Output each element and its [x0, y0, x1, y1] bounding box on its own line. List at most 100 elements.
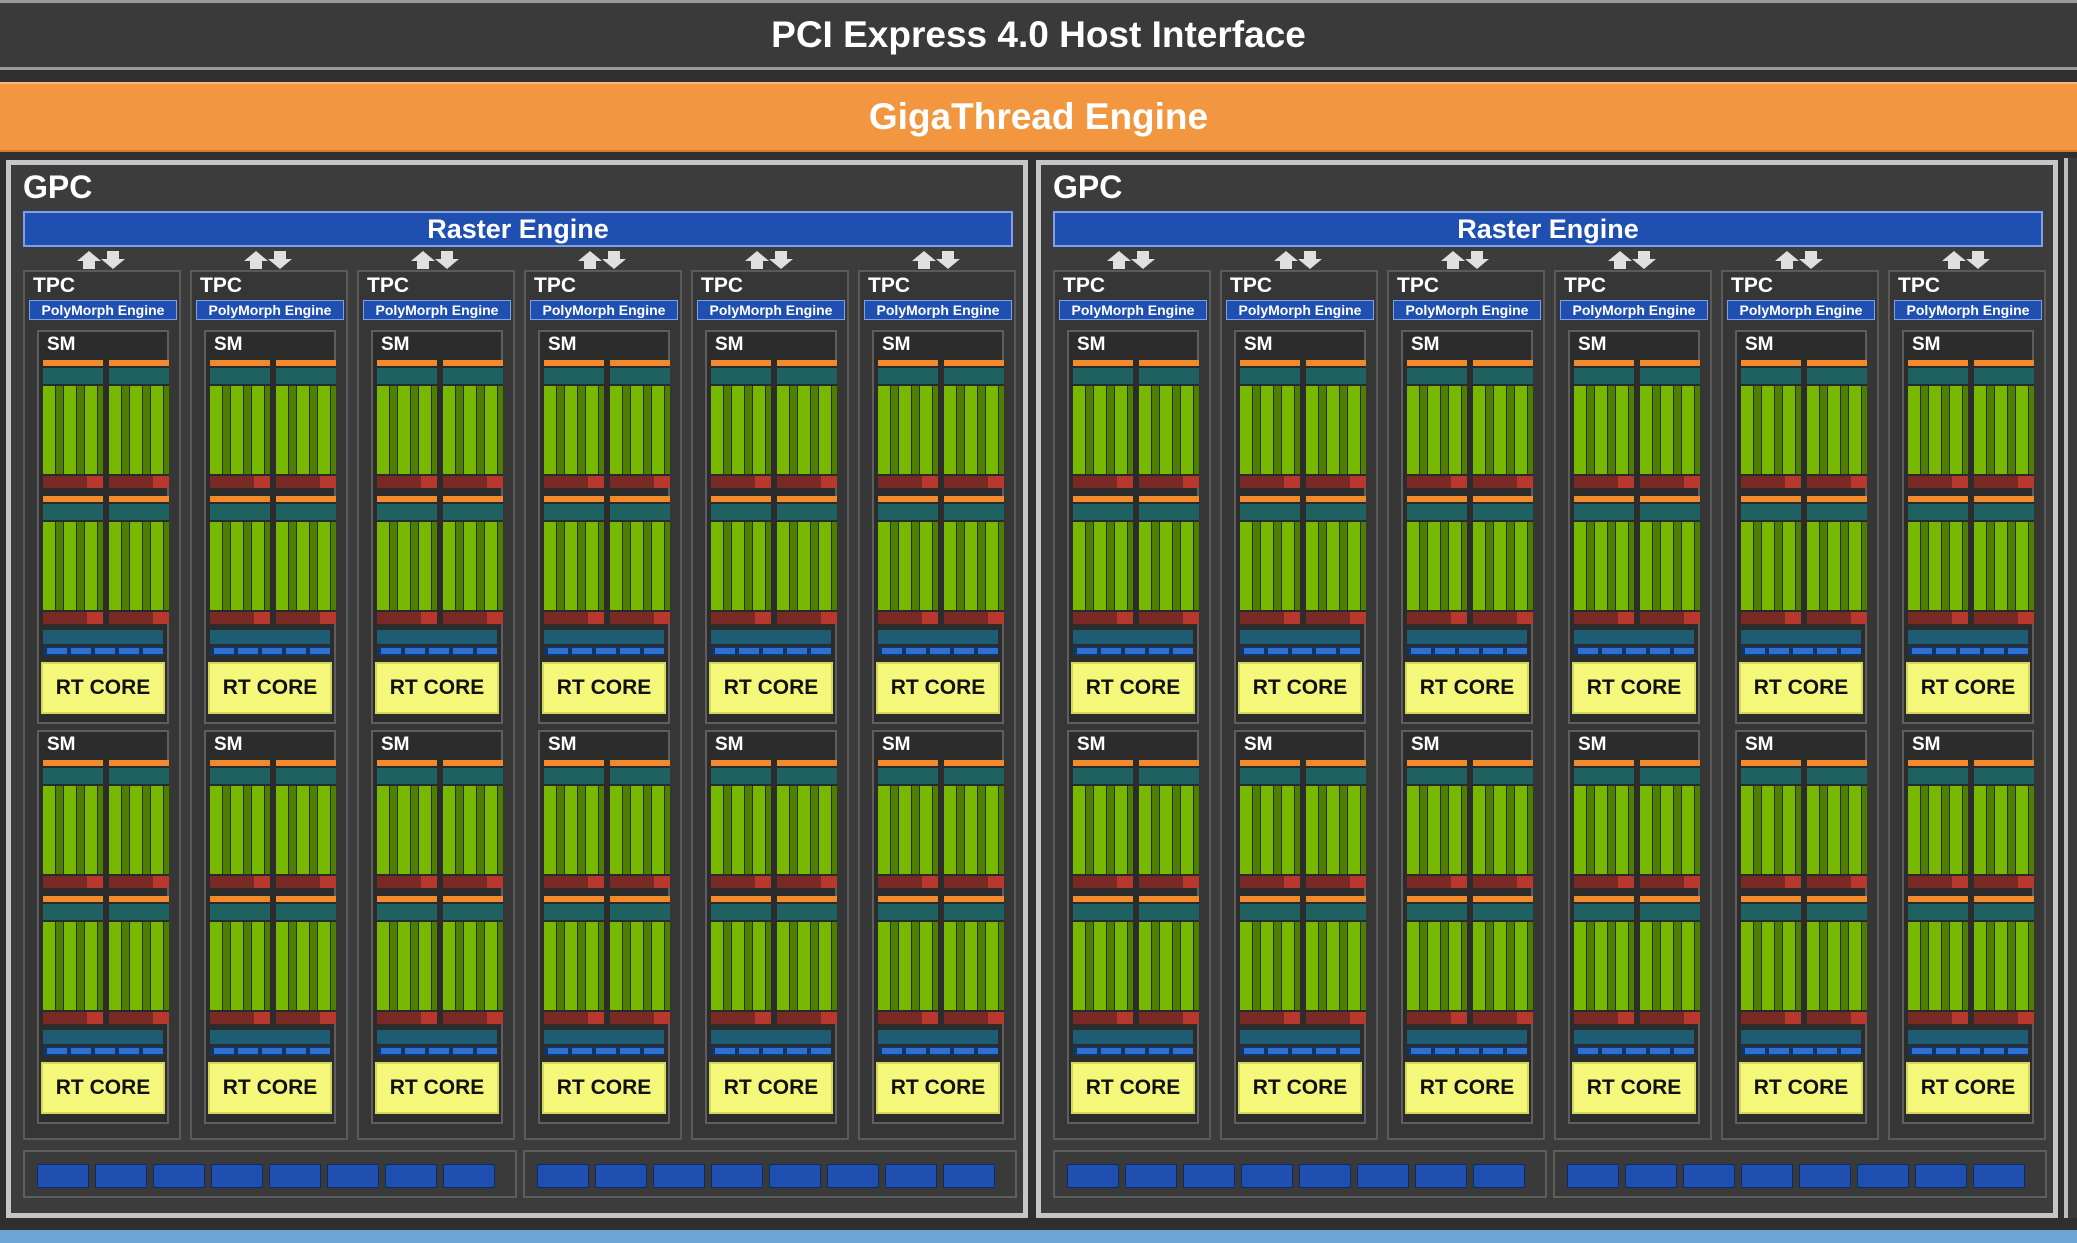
- cuda-core-column: [398, 786, 410, 874]
- warp-scheduler-bar: [878, 504, 938, 520]
- cuda-core-column: [1908, 786, 1920, 874]
- cuda-core-column: [1340, 922, 1347, 1010]
- cuda-core-column: [377, 386, 389, 474]
- cuda-core-column: [318, 786, 330, 874]
- rop-unit: [943, 1164, 995, 1188]
- cuda-core-column: [252, 922, 264, 1010]
- sfu-bar: [1451, 876, 1467, 888]
- cuda-core-column: [1462, 522, 1467, 610]
- tpc-label: TPC: [1063, 274, 1105, 297]
- cuda-core-column: [1963, 386, 1968, 474]
- sm-processing-block: [276, 496, 336, 624]
- warp-scheduler-bar: [43, 368, 103, 384]
- cuda-core-column: [398, 386, 410, 474]
- sfu-bar: [588, 612, 604, 624]
- cuda-core-column: [798, 386, 810, 474]
- cuda-core-column: [477, 386, 484, 474]
- l0-cache-bar: [1908, 496, 1968, 502]
- l0-cache-bar: [43, 760, 103, 766]
- cuda-core-column: [1194, 786, 1199, 874]
- cuda-core-column: [565, 522, 577, 610]
- cuda-core-column: [143, 522, 150, 610]
- cuda-core-column: [1486, 786, 1493, 874]
- warp-scheduler-bar: [878, 768, 938, 784]
- rop-unit: [37, 1164, 89, 1188]
- memory-unit: [477, 648, 497, 654]
- cuda-core-column: [77, 922, 84, 1010]
- cuda-core-column: [276, 786, 288, 874]
- cuda-core-column: [1282, 386, 1294, 474]
- warp-scheduler-bar: [1240, 768, 1300, 784]
- warp-scheduler-bar: [711, 768, 771, 784]
- cuda-core-column: [1253, 786, 1260, 874]
- cuda-core-column: [1152, 922, 1159, 1010]
- texture-unit-bar: [1574, 630, 1694, 644]
- cuda-core-column: [210, 386, 222, 474]
- cuda-core-column: [586, 922, 598, 1010]
- cuda-core-column: [1695, 786, 1700, 874]
- warp-scheduler-bar: [1473, 768, 1533, 784]
- cuda-core-column: [1849, 386, 1861, 474]
- cuda-core-column: [745, 386, 752, 474]
- cuda-core-column: [1486, 922, 1493, 1010]
- memory-unit: [1459, 1048, 1479, 1054]
- sm-processing-block: [711, 360, 771, 488]
- warp-scheduler-bar: [43, 904, 103, 920]
- warp-scheduler-bar: [1640, 368, 1700, 384]
- sfu-bar: [1785, 876, 1801, 888]
- l0-cache-bar: [1974, 360, 2034, 366]
- cuda-core-column: [77, 522, 84, 610]
- memory-unit: [1268, 1048, 1288, 1054]
- l0-cache-bar: [1974, 760, 2034, 766]
- sm-processing-block: [1640, 760, 1700, 888]
- sfu-bar: [1684, 612, 1700, 624]
- sm-processing-block: [1741, 496, 1801, 624]
- cuda-core-column: [1420, 786, 1427, 874]
- sm-processing-block: [1908, 360, 1968, 488]
- memory-unit: [1960, 648, 1980, 654]
- cuda-core-column: [1261, 522, 1273, 610]
- l1-shared-memory-bar: [711, 1046, 831, 1056]
- warp-scheduler-bar: [443, 504, 503, 520]
- memory-unit: [620, 1048, 640, 1054]
- cuda-core-column: [1407, 786, 1419, 874]
- l1-shared-memory-bar: [544, 1046, 664, 1056]
- l0-cache-bar: [610, 760, 670, 766]
- sm-processing-block: [1908, 496, 1968, 624]
- l1-shared-memory-bar: [1240, 646, 1360, 656]
- cuda-core-column: [1139, 922, 1151, 1010]
- cuda-core-column: [1762, 922, 1774, 1010]
- cuda-core-column: [1181, 922, 1193, 1010]
- sm-processing-block: [1139, 496, 1199, 624]
- cuda-core-column: [1420, 386, 1427, 474]
- memory-unit: [1650, 1048, 1670, 1054]
- sfu-bar: [1350, 476, 1366, 488]
- sm-processing-block: [443, 360, 503, 488]
- warp-scheduler-bar: [944, 368, 1004, 384]
- cuda-core-column: [644, 786, 651, 874]
- rop-unit: [1741, 1164, 1793, 1188]
- cuda-core-column: [1908, 922, 1920, 1010]
- l0-cache-bar: [878, 896, 938, 902]
- sm-processing-block: [1240, 760, 1300, 888]
- l0-cache-bar: [1741, 496, 1801, 502]
- l0-cache-bar: [777, 760, 837, 766]
- cuda-core-column: [811, 386, 818, 474]
- cuda-core-column: [77, 386, 84, 474]
- cuda-core-column: [331, 922, 336, 1010]
- sfu-bar: [320, 476, 336, 488]
- l0-cache-bar: [443, 496, 503, 502]
- cuda-core-column: [1240, 786, 1252, 874]
- cuda-core-column: [1741, 386, 1753, 474]
- rt-core: RT CORE: [41, 662, 165, 714]
- l0-cache-bar: [711, 896, 771, 902]
- cuda-core-column: [1653, 522, 1660, 610]
- cuda-core-column: [419, 922, 431, 1010]
- cuda-core-column: [432, 522, 437, 610]
- sfu-bar: [487, 876, 503, 888]
- cuda-core-column: [1942, 386, 1949, 474]
- cuda-core-column: [1128, 922, 1133, 1010]
